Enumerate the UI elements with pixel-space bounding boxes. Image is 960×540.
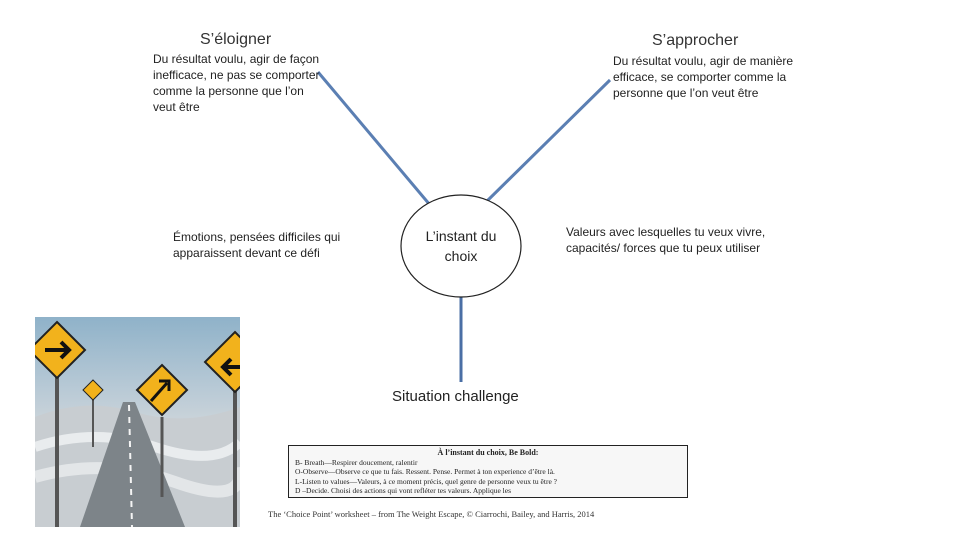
toward-branch-line [483,80,610,205]
be-bold-line-b: B- Breath—Respirer doucement, ralentir [295,458,681,468]
away-branch-line [318,72,430,205]
be-bold-line-o: O-Observe—Observe ce que tu fais. Ressen… [295,467,681,477]
be-bold-box: À l’instant du choix, Be Bold: B- Breath… [288,445,688,498]
choice-point-label: L’instant du choix [421,226,501,266]
values-text: Valeurs avec lesquelles tu veux vivre, c… [566,224,786,256]
crossroads-image [35,317,240,527]
be-bold-line-l: L-Listen to values—Valeurs, à ce moment … [295,477,681,487]
away-description: Du résultat voulu, agir de façon ineffic… [153,51,323,115]
be-bold-title: À l’instant du choix, Be Bold: [295,448,681,458]
away-heading: S’éloigner [200,31,271,49]
credit-caption: The ‘Choice Point’ worksheet – from The … [268,509,594,519]
be-bold-line-d: D –Decide. Choisi des actions qui vont r… [295,486,681,496]
situation-label: Situation challenge [392,388,519,405]
emotions-text: Émotions, pensées difficiles qui apparai… [173,229,363,261]
toward-heading: S’approcher [652,32,738,50]
toward-description: Du résultat voulu, agir de manière effic… [613,53,798,101]
